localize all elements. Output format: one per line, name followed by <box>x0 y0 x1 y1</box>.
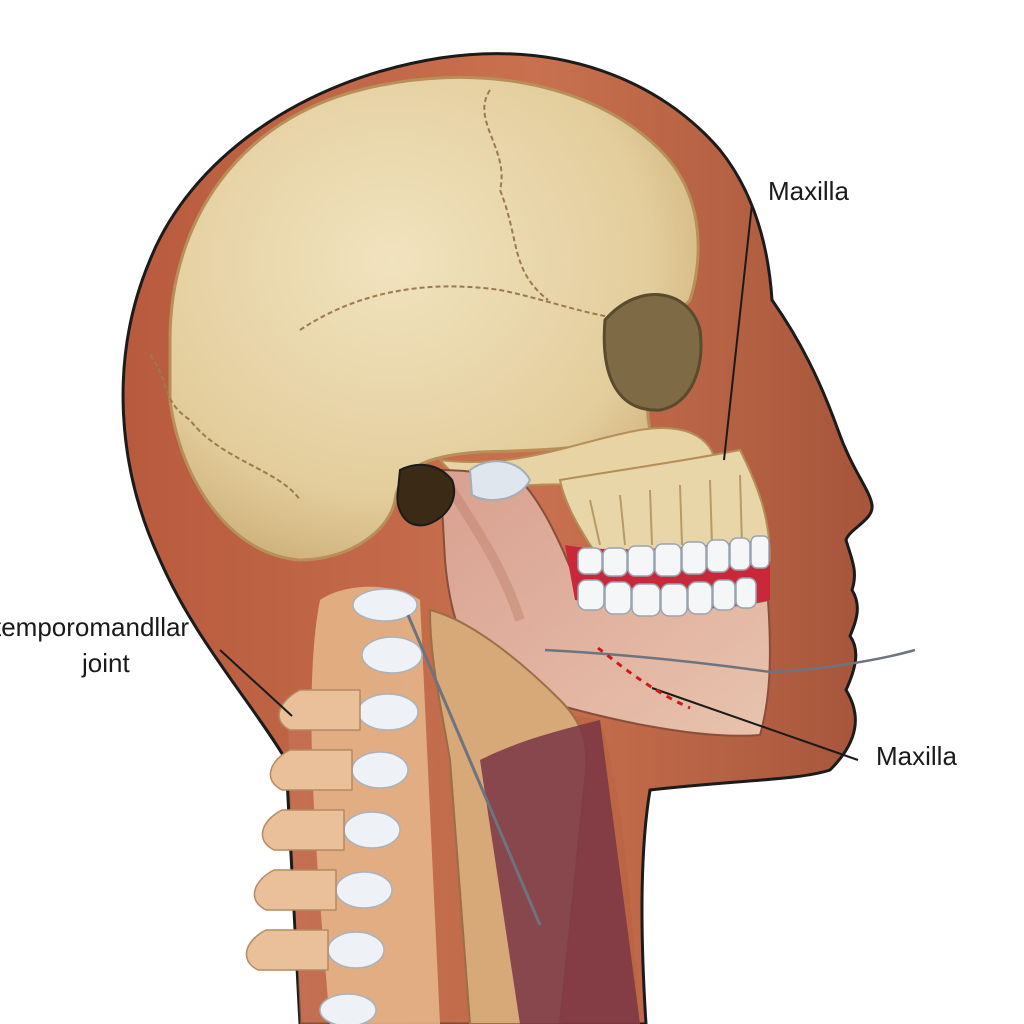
upper-teeth <box>577 535 770 577</box>
label-maxilla-bottom: Maxilla <box>876 741 957 771</box>
probe-wire-front <box>544 648 916 674</box>
probe-wire <box>406 614 542 926</box>
eye-socket <box>602 293 703 412</box>
skull-suture <box>299 285 641 331</box>
skull-suture <box>149 354 301 501</box>
label-maxilla-top: Maxilla <box>768 176 849 206</box>
label-tmj-line2: joint <box>82 648 130 678</box>
leader-maxilla-bottom <box>651 687 859 761</box>
cervical-spine <box>245 586 440 1024</box>
red-dashed-line <box>597 646 691 710</box>
label-tmj-line1: temporomandllar <box>0 612 190 642</box>
leader-maxilla-top <box>723 203 753 461</box>
maxilla-ridges <box>589 474 743 546</box>
maxilla-bone <box>558 448 772 561</box>
articular-disc <box>468 460 532 501</box>
leader-tmj <box>219 649 293 717</box>
tmj-condyle <box>396 463 456 527</box>
pharynx <box>480 720 640 1024</box>
lower-teeth <box>577 577 757 617</box>
